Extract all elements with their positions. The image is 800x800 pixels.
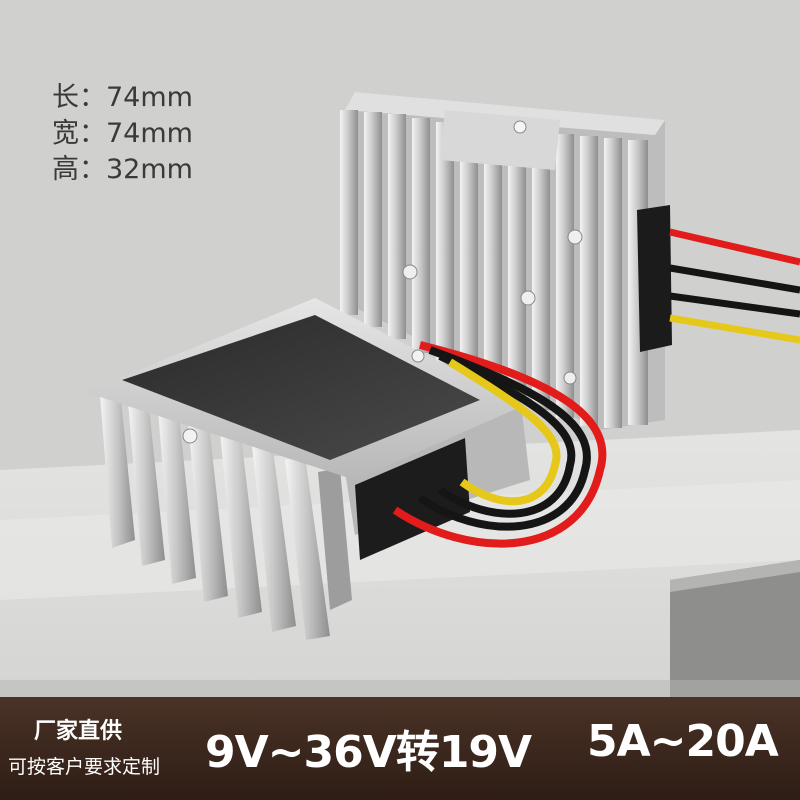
front-converter: [85, 298, 607, 640]
factory-direct-text: 厂家直供: [34, 719, 123, 744]
dimension-height: 高：32mm: [52, 154, 193, 185]
dimension-width: 宽：74mm: [52, 118, 193, 149]
custom-made-text: 可按客户要求定制: [8, 756, 161, 778]
voltage-spec: 9V~36V转19V: [205, 727, 532, 778]
promo-banner: [0, 697, 800, 800]
current-spec: 5A~20A: [587, 716, 779, 767]
dimension-length: 长：74mm: [52, 82, 193, 113]
dimension-list: 长：74mm 宽：74mm 高：32mm: [52, 80, 193, 188]
back-converter: [340, 92, 800, 430]
